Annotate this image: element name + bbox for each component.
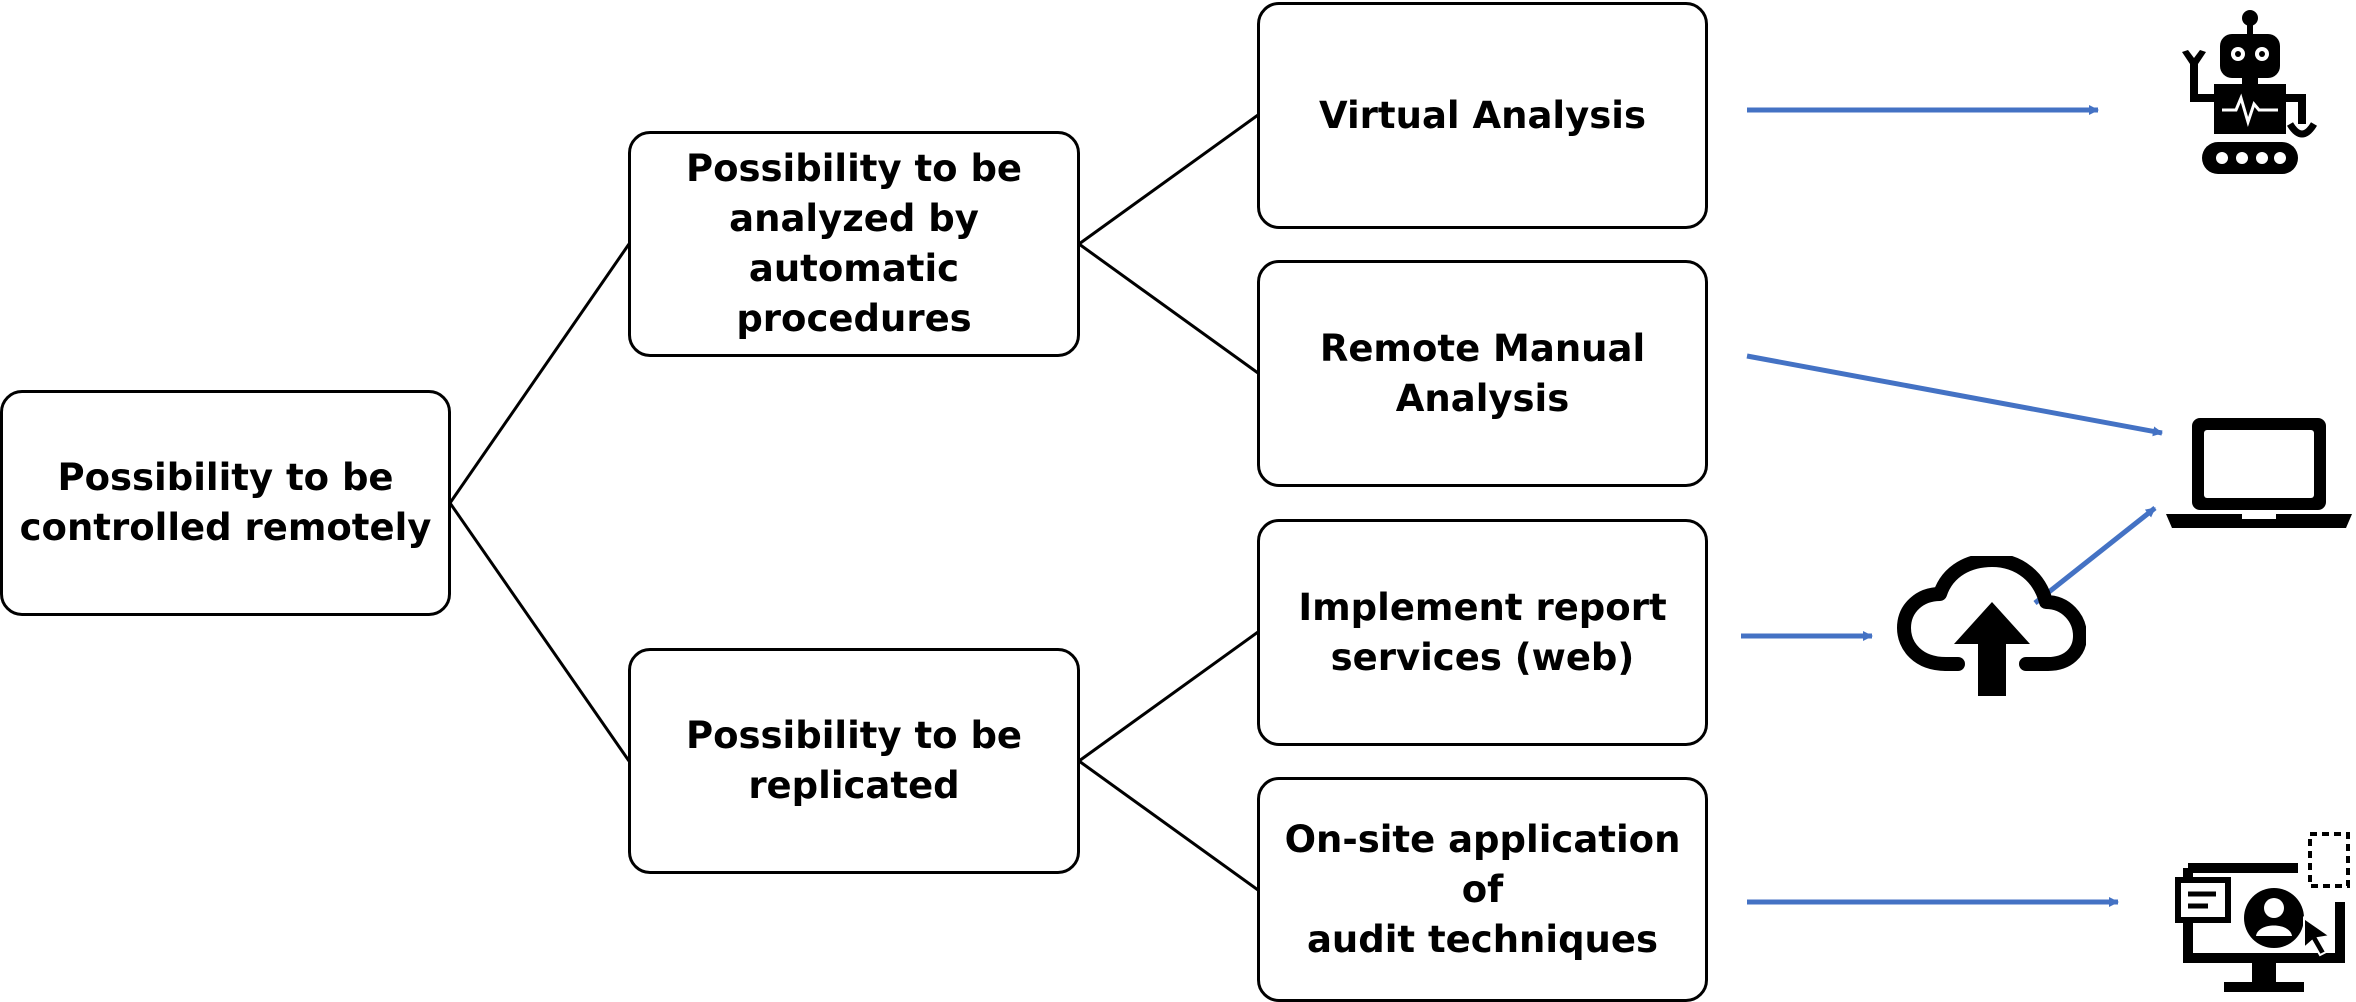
connector-root-to-branch-2	[448, 502, 631, 762]
monitor-user-icon	[2175, 832, 2350, 992]
leaf-node-onsite-audit: On-site application of audit techniques	[1257, 777, 1708, 1002]
connector-branch-1-to-leaf-1	[1078, 113, 1259, 246]
connector-branch-2-to-leaf-4	[1078, 759, 1259, 892]
connector-branch-1-to-leaf-2	[1078, 242, 1259, 375]
branch-node-label: Possibility to be replicated	[685, 714, 1023, 807]
branch-node-label: Possibility to be analyzed by automatic …	[685, 147, 1023, 340]
leaf-node-label: Implement report services (web)	[1298, 585, 1667, 679]
branch-node-automatic-analysis: Possibility to be analyzed by automatic …	[628, 131, 1080, 357]
connector-root-to-branch-1	[448, 243, 631, 504]
branch-node-replicated: Possibility to be replicated	[628, 648, 1080, 874]
root-node-label: Possibility to be controlled remotely	[19, 456, 432, 549]
laptop-icon	[2166, 418, 2352, 528]
leaf-node-remote-manual-analysis: Remote Manual Analysis	[1257, 260, 1708, 487]
robot-icon	[2182, 10, 2318, 174]
leaf-node-report-services: Implement report services (web)	[1257, 519, 1708, 746]
root-node: Possibility to be controlled remotely	[0, 390, 451, 616]
cloud-upload-icon	[1897, 556, 2086, 696]
leaf-node-label: Remote Manual Analysis	[1319, 326, 1646, 420]
leaf-node-virtual-analysis: Virtual Analysis	[1257, 2, 1708, 229]
arrow-remote-manual-to-laptop	[1746, 353, 2163, 437]
connector-branch-2-to-leaf-3	[1078, 630, 1259, 763]
leaf-node-label: Virtual Analysis	[1319, 93, 1646, 137]
leaf-node-label: On-site application of audit techniques	[1284, 817, 1681, 961]
arrow-cloud-to-laptop	[2033, 506, 2157, 605]
